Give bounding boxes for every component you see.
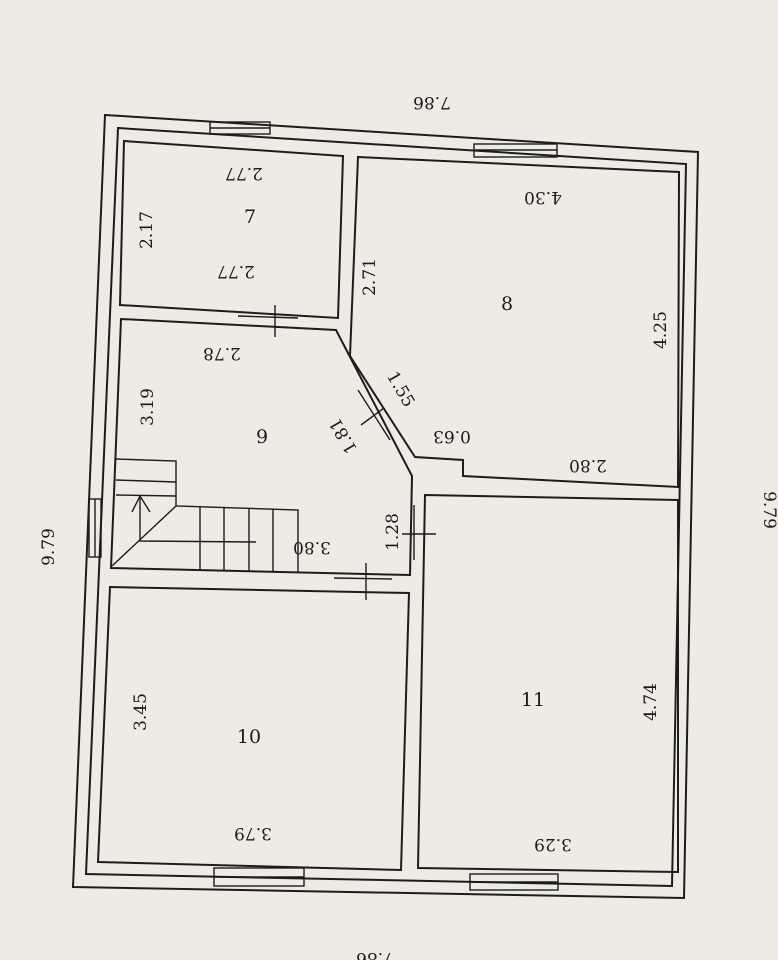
room-9-dim-top: 2.78	[203, 343, 241, 363]
room-7	[118, 139, 345, 320]
room-9-dim-diagonal: 1.81	[326, 414, 362, 457]
room-9-dim-left: 3.19	[138, 388, 158, 426]
room-10-number: 10	[237, 726, 261, 748]
room-9-dim-bottom: 3.80	[293, 537, 331, 557]
window-bottom-right	[469, 873, 559, 891]
window-bottom-left	[213, 867, 305, 887]
room-11-dim-side: 4.74	[641, 683, 661, 721]
room-7-dim-side: 2.17	[137, 211, 157, 249]
door-7-9	[237, 305, 299, 337]
outer-height-right: 9.79	[759, 491, 778, 529]
room-7-number: 7	[244, 206, 256, 228]
room-10-dim-side: 3.45	[131, 693, 151, 731]
room-7-dim-top: 2.77	[225, 163, 263, 183]
room-11-dim-bottom: 3.29	[534, 834, 572, 854]
room-9	[109, 317, 414, 577]
room-11-number: 11	[521, 689, 545, 711]
outer-wall-outer	[71, 113, 700, 900]
window-top-right	[473, 143, 558, 158]
room-8-dim-left: 2.71	[360, 258, 380, 296]
room-8-dim-right: 4.25	[651, 311, 671, 349]
room-10	[96, 585, 411, 872]
door-8-9	[357, 389, 391, 441]
room-9-number: 9	[256, 426, 268, 448]
room-7-dim-bottom: 2.77	[217, 261, 255, 281]
room-8-number: 8	[501, 293, 513, 315]
room-11	[416, 493, 679, 874]
outer-width-bottom: 7.86	[356, 948, 394, 960]
room-8-dim-bottom: 2.80	[569, 455, 607, 475]
outer-height-left: 9.79	[39, 528, 59, 566]
door-9-10	[333, 563, 393, 600]
room-8	[348, 155, 681, 489]
outer-width-top: 7.86	[413, 92, 451, 112]
window-top-left	[209, 121, 271, 135]
outer-wall-inner	[84, 126, 688, 888]
room-8-dim-notch: 0.63	[433, 426, 471, 446]
window-left	[88, 498, 102, 558]
room-9-dim-right: 1.28	[383, 513, 403, 551]
room-8-dim-top: 4.30	[524, 187, 562, 207]
staircase	[111, 458, 299, 572]
room-8-dim-diagonal: 1.55	[382, 368, 418, 411]
door-9-11	[402, 505, 436, 560]
room-10-dim-bottom: 3.79	[234, 823, 272, 843]
